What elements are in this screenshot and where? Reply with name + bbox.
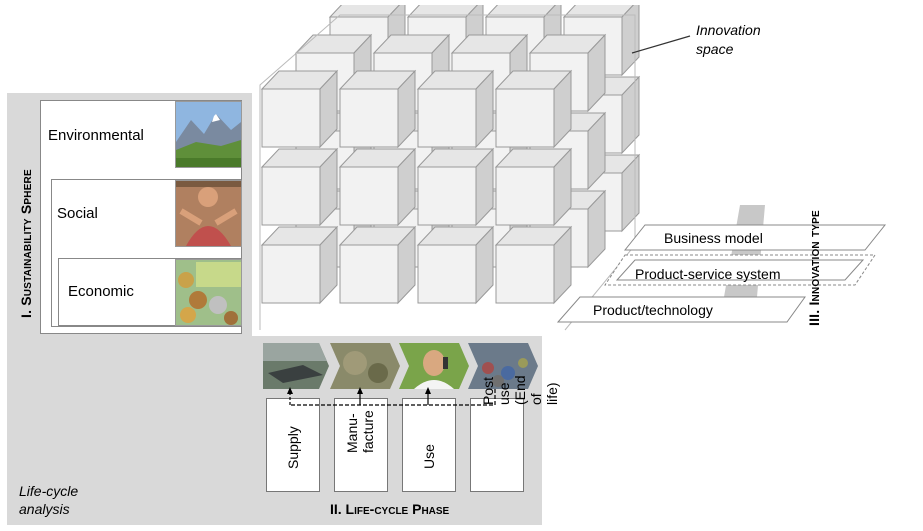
innovation-cube [260, 69, 339, 149]
innovation-cube [494, 147, 573, 227]
life-cycle-analysis-label: Life-cycle analysis [19, 483, 79, 517]
waste-pile-photo [468, 343, 538, 389]
innovation-space-pointer [631, 35, 691, 54]
innovation-cube [494, 69, 573, 149]
innovation-type-planes [556, 205, 887, 323]
supply-field-photo [263, 343, 329, 389]
life-cycle-phase-title: II. Life-cycle Phase [330, 501, 450, 517]
sustainability-sphere-title: I. Sustainability Sphere [18, 169, 34, 318]
money-coins-photo [175, 259, 242, 326]
phase-use-label: Use [421, 444, 437, 469]
environmental-label: Environmental [48, 127, 144, 144]
manufacture-site-photo [330, 343, 400, 389]
innovation-cube [416, 225, 495, 305]
innovation-cube [338, 69, 417, 149]
phase-supply-label: Supply [285, 426, 301, 469]
innovation-cube [494, 225, 573, 305]
people-group-photo [175, 180, 242, 247]
innovation-space-label: Innovation space [696, 22, 761, 57]
innovation-cube [416, 69, 495, 149]
innovation-cube-grid [259, 5, 641, 331]
phase-manufacture-column: Manu- facture [334, 398, 388, 492]
person-phone-photo [399, 343, 469, 389]
economic-label: Economic [68, 283, 134, 300]
innovation-cube [260, 147, 339, 227]
phase-manufacture-label: Manu- facture [344, 410, 376, 453]
phase-post-use-column: Post use (End of life) [470, 375, 560, 492]
alpine-landscape-photo [175, 101, 242, 168]
phase-use-column: Use [402, 398, 456, 492]
product-service-system-label: Product-service system [635, 266, 781, 282]
social-label: Social [57, 205, 98, 222]
innovation-type-title: III. Innovation type [806, 210, 822, 326]
phase-supply-column: Supply [266, 398, 320, 492]
innovation-cube [416, 147, 495, 227]
innovation-cube [338, 225, 417, 305]
innovation-cube [338, 147, 417, 227]
feedback-loop-arrows [287, 387, 496, 406]
innovation-cube [260, 225, 339, 305]
product-technology-label: Product/technology [593, 302, 713, 318]
business-model-label: Business model [664, 230, 763, 246]
